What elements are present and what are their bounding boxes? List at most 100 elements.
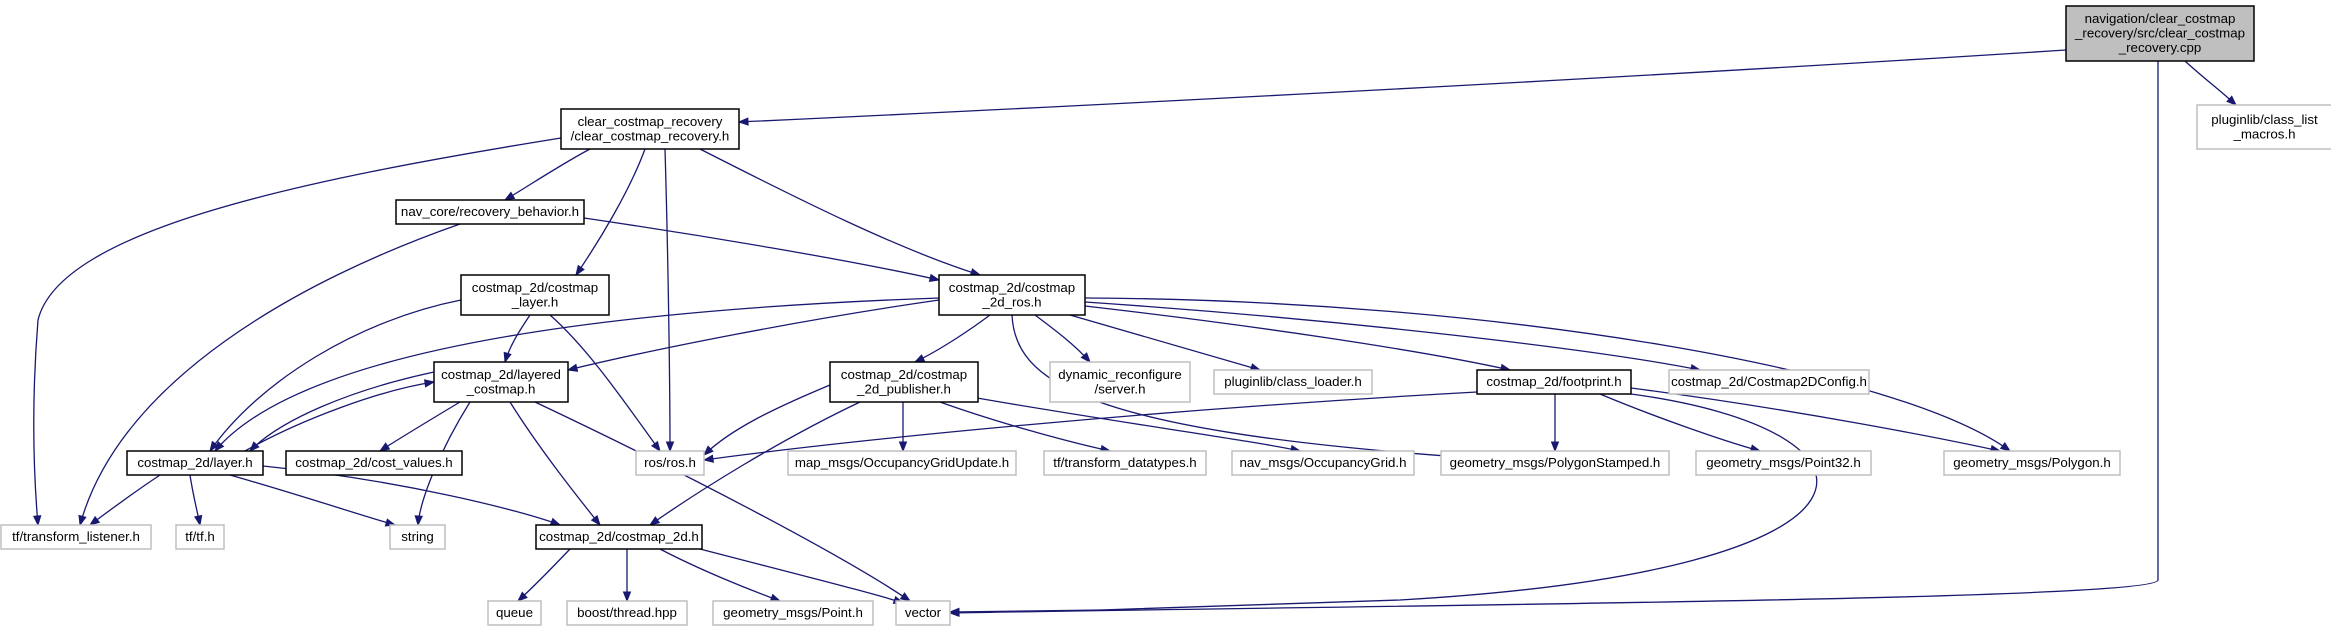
edge-line [33,137,562,526]
edge-arrowhead [214,441,225,453]
edge-root-to-clear-costmap-recovery-h [737,49,2067,126]
node-label: _costmap.h [466,381,536,396]
edge-costmap-2d-ros-to-costmap-2d-publisher [913,314,991,363]
node-label: _2d_publisher.h [856,381,951,396]
node-recovery-behavior[interactable]: nav_core/recovery_behavior.h [395,199,585,225]
edge-line [959,394,1301,452]
node-box [1043,450,1207,476]
node-label: costmap_2d/costmap [841,367,967,382]
edge-layered-costmap-to-costmap-2d-h [509,401,601,527]
node-label: nav_msgs/OccupancyGrid.h [1239,455,1406,470]
node-point32: geometry_msgs/Point32.h [1695,450,1872,476]
edge-line [567,299,940,371]
node-costmap-2d-ros[interactable]: costmap_2d/costmap_2d_ros.h [938,274,1086,316]
node-box [1668,369,1870,395]
node-costmap-2d-publisher[interactable]: costmap_2d/costmap_2d_publisher.h [829,361,979,403]
edge-footprint-to-polygon [1630,387,2002,454]
edge-arrowhead [665,441,675,453]
edge-clear-costmap-recovery-h-to-ros [664,148,675,453]
node-layered-costmap[interactable]: costmap_2d/layered_costmap.h [433,361,569,403]
node-box [787,450,1017,476]
edge-line [379,401,461,452]
node-transform-listener: tf/transform_listener.h [0,524,152,550]
node-box [0,524,152,550]
node-box [395,199,585,225]
edge-arrowhead [423,379,436,388]
node-label: geometry_msgs/Polygon.h [1953,455,2110,470]
node-label: costmap_2d/Costmap2DConfig.h [1671,374,1867,389]
edge-costmap-2d-h-to-thread [622,549,632,603]
node-box [635,450,705,476]
edge-line [1599,393,1761,452]
edge-arrowhead [948,607,960,617]
edge-costmap-2d-publisher-to-transform-datatypes [939,401,1112,454]
node-label: vector [905,605,942,620]
edge-layered-costmap-to-layer [249,371,435,452]
edge-arrowhead [32,515,42,527]
node-polygon: geometry_msgs/Polygon.h [1943,450,2121,476]
node-root[interactable]: navigation/clear_costmap_recovery/src/cl… [2065,5,2255,62]
node-polygon-stamped: geometry_msgs/PolygonStamped.h [1440,450,1670,476]
node-box [1943,450,2121,476]
edge-line [79,223,461,526]
edge-line [949,393,1818,613]
edge-arrowhead [193,514,203,527]
node-box [535,524,703,550]
node-box [2196,104,2331,150]
edge-arrowhead [209,440,219,453]
node-thread: boost/thread.hpp [566,600,688,626]
node-label: boost/thread.hpp [577,605,677,620]
edge-costmap-2d-publisher-to-ros [703,384,831,456]
node-box [938,274,1086,316]
node-clear-costmap-recovery-h[interactable]: clear_costmap_recovery/clear_costmap_rec… [560,108,740,150]
node-box [126,450,264,476]
node-box [1231,450,1415,476]
edge-layer-to-tf [189,474,203,527]
edge-arrowhead [1999,441,2012,452]
node-box [389,524,446,550]
node-box [433,361,569,403]
node-occupancy-grid-update: map_msgs/OccupancyGridUpdate.h [787,450,1017,476]
edge-line [244,381,435,452]
edge-arrowhead [1080,352,1091,364]
node-label: clear_costmap_recovery [578,114,723,129]
edge-arrowhead [899,592,912,602]
node-label: _recovery.cpp [2118,40,2202,55]
node-label: _macros.h [2232,126,2295,141]
edge-arrowhead [2226,95,2238,106]
node-label: costmap_2d/costmap [472,280,598,295]
edge-layer [32,49,2238,618]
node-cost-values[interactable]: costmap_2d/cost_values.h [285,450,463,476]
edge-footprint-to-vector [948,393,1818,617]
edge-layered-costmap-to-cost-values [378,401,461,452]
node-box [460,274,610,316]
edge-layered-costmap-to-vector [534,401,912,602]
node-label: costmap_2d/costmap [949,280,1075,295]
node-box [1213,369,1373,395]
edge-arrowhead [928,273,941,283]
edge-line [214,297,940,452]
node-footprint[interactable]: costmap_2d/footprint.h [1476,369,1632,395]
node-box [1695,450,1872,476]
edge-costmap-2d-h-to-point [659,548,782,602]
edge-layer-to-transform-listener [88,474,161,526]
node-costmap-2d-h[interactable]: costmap_2d/costmap_2d.h [535,524,703,550]
edge-line [504,148,591,201]
edge-line [699,548,904,604]
node-label: tf/transform_datatypes.h [1053,455,1196,470]
node-layer[interactable]: costmap_2d/layer.h [126,450,264,476]
edge-root-to-class-list-macros [2184,60,2238,106]
edge-line [703,384,831,456]
edge-line [649,401,861,526]
edge-costmap-2d-ros-to-layered-costmap [566,299,940,372]
edge-costmap-2d-publisher-to-occupancy-grid-update [898,402,908,453]
edge-line [249,371,435,452]
edge-arrowhead [648,516,661,526]
edge-arrowhead [702,454,714,463]
edge-costmap-2d-ros-to-layer [214,297,940,453]
node-box [1049,361,1191,403]
node-class-loader: pluginlib/class_loader.h [1213,369,1373,395]
edge-arrowhead [516,591,528,602]
edge-arrowhead [898,441,908,453]
node-costmap-layer[interactable]: costmap_2d/costmap_layer.h [460,274,610,316]
